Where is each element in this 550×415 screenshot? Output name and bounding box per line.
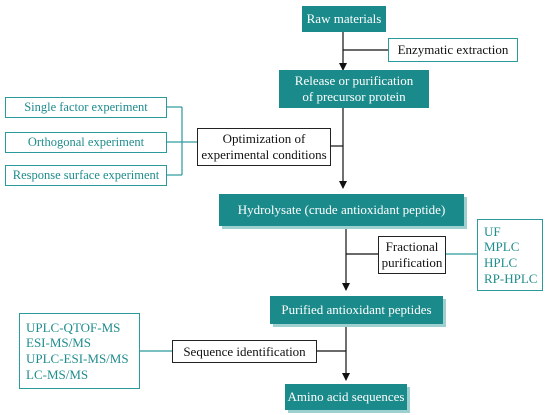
method-rp-hplc: RP-HPLC	[484, 270, 538, 286]
method-esi-ms-ms: ESI-MS/MS	[26, 335, 92, 351]
raw-materials-box: Raw materials	[302, 6, 386, 32]
optimization-bracket	[167, 106, 197, 176]
single-factor-box: Single factor experiment	[5, 97, 167, 118]
sequence-identification-label: Sequence identification	[183, 343, 306, 359]
fractional-purification-box: Fractional purification	[378, 236, 446, 274]
method-mplc: MPLC	[484, 239, 520, 255]
fractional-line-2: purification	[381, 255, 443, 270]
identification-methods-box: UPLC-QTOF-MS ESI-MS/MS UPLC-ESI-MS/MS LC…	[19, 313, 140, 389]
optimization-line-2: experimental conditions	[201, 147, 327, 162]
orthogonal-box: Orthogonal experiment	[5, 132, 167, 153]
enzymatic-extraction-box: Enzymatic extraction	[388, 38, 518, 62]
amino-acid-box: Amino acid sequences	[285, 384, 407, 410]
release-line-1: Release or purification	[294, 73, 414, 89]
method-uplc-qtof-ms: UPLC-QTOF-MS	[26, 319, 121, 335]
release-line-2: of precursor protein	[302, 89, 406, 104]
orthogonal-label: Orthogonal experiment	[27, 135, 145, 149]
enzymatic-extraction-label: Enzymatic extraction	[397, 42, 509, 58]
method-uf: UF	[484, 223, 501, 239]
optimization-box: Optimization of experimental conditions	[197, 128, 331, 166]
response-surface-box: Response surface experiment	[5, 165, 167, 186]
method-lc-ms-ms: LC-MS/MS	[26, 366, 89, 382]
response-surface-label: Response surface experiment	[12, 168, 160, 182]
purified-peptides-label: Purified antioxidant peptides	[281, 302, 432, 318]
sequence-identification-box: Sequence identification	[172, 340, 317, 363]
hydrolysate-label: Hydrolysate (crude antioxidant peptide)	[237, 202, 446, 218]
hydrolysate-box: Hydrolysate (crude antioxidant peptide)	[219, 194, 464, 226]
method-uplc-esi-ms-ms: UPLC-ESI-MS/MS	[26, 351, 129, 366]
purification-methods-box: UF MPLC HPLC RP-HPLC	[477, 219, 543, 291]
purified-peptides-box: Purified antioxidant peptides	[270, 296, 443, 324]
optimization-line-1: Optimization of	[222, 131, 306, 147]
release-precursor-box: Release or purification of precursor pro…	[279, 70, 429, 108]
method-hplc: HPLC	[484, 255, 518, 270]
fractional-line-1: Fractional	[385, 239, 439, 255]
amino-acid-label: Amino acid sequences	[287, 389, 405, 405]
raw-materials-label: Raw materials	[306, 11, 382, 27]
single-factor-label: Single factor experiment	[24, 100, 148, 114]
